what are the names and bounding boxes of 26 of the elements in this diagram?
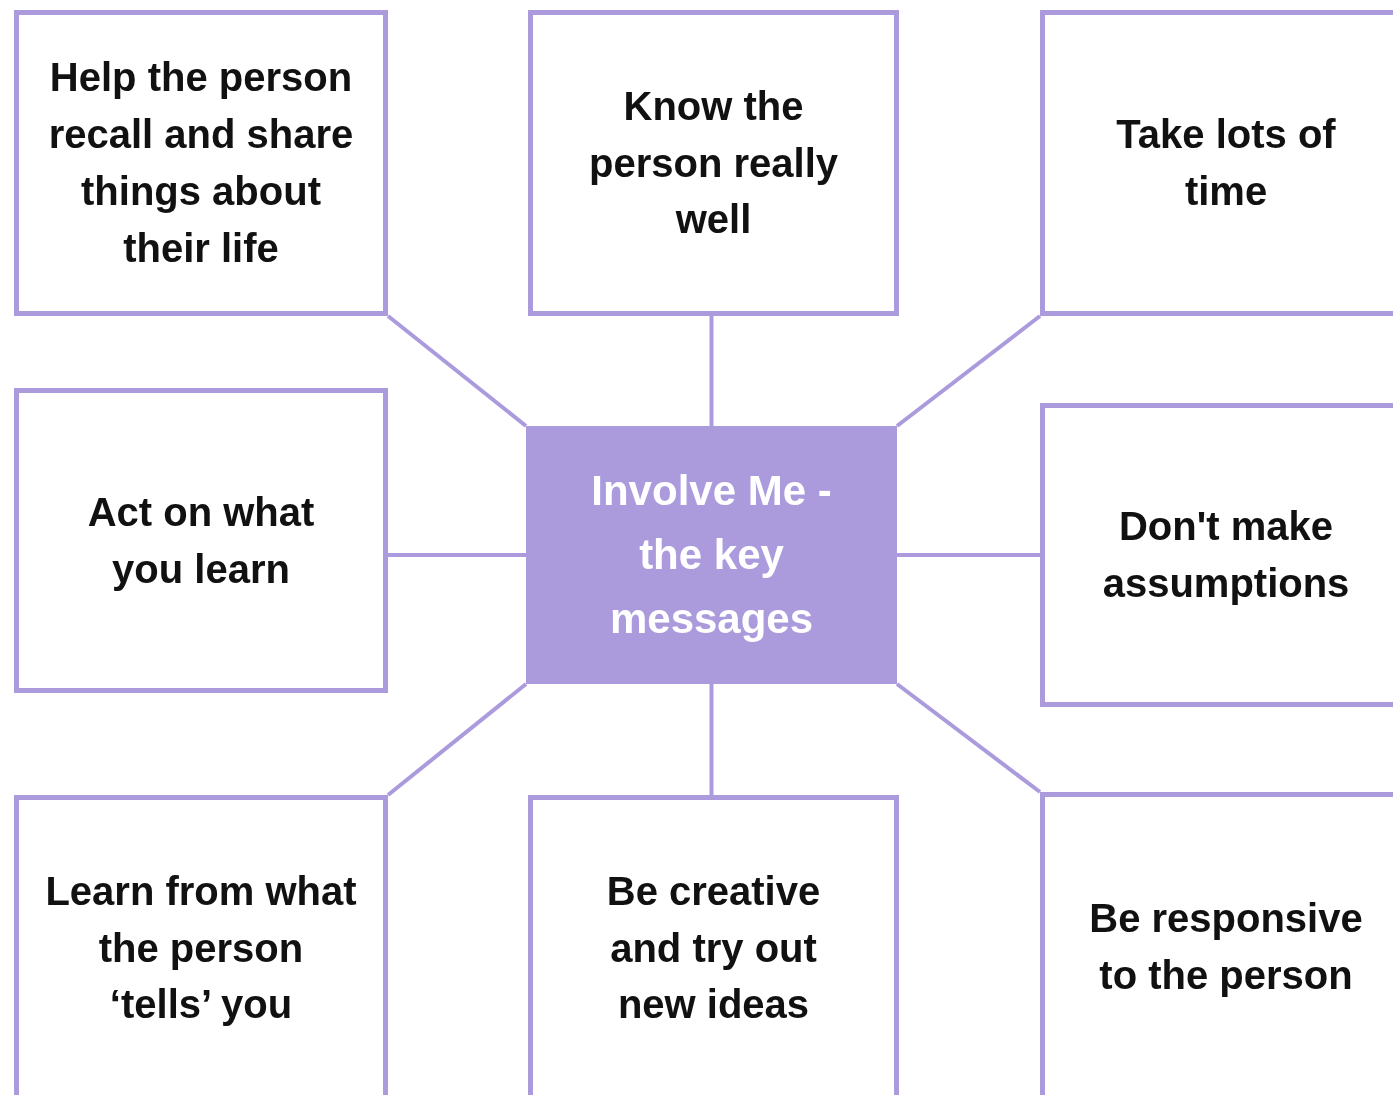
message-box [1040,10,1393,316]
central-heading: Involve Me - the key messages [590,466,833,644]
message-box [528,795,899,1095]
message-text: Don't make assumptions [1101,503,1351,607]
message-text: Be responsive to the person [1088,894,1364,999]
connector-line [895,682,1042,794]
message-box [14,388,388,693]
connector-line [897,553,1040,557]
connector-line [386,314,528,428]
connector-line [709,684,714,795]
message-box [14,10,388,316]
message-box [1040,403,1393,707]
message-box [1040,792,1393,1095]
connector-line [386,682,528,797]
central-box [526,426,897,684]
message-box [14,795,388,1095]
connector-line [388,553,526,557]
message-text: Be creative and try out new ideas [605,867,822,1029]
message-text: Learn from what the person ‘tells’ you [45,867,357,1029]
connector-line [709,316,714,426]
message-text: Know the person really well [588,82,839,244]
message-text: Help the person recall and share things about their life [47,54,355,272]
message-box [528,10,899,316]
message-text: Act on what you learn [86,488,316,593]
message-text: Take lots of time [1115,111,1337,215]
connector-line [895,314,1042,428]
